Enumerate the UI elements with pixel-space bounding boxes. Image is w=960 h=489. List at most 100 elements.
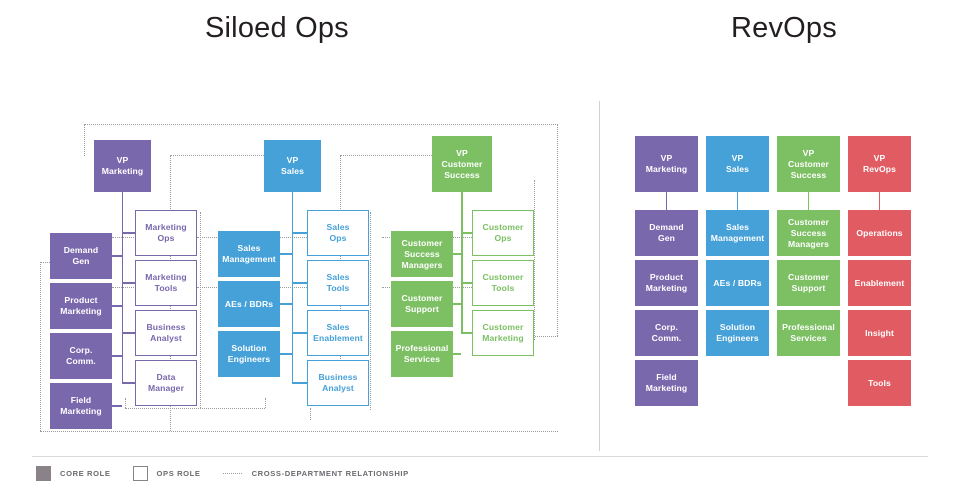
cross-department-line xyxy=(200,212,201,408)
core-role-sales-aes-bdrs[interactable]: AEs / BDRs xyxy=(218,281,280,327)
connector-line xyxy=(461,192,463,333)
box-label: AEs / BDRs xyxy=(224,298,274,309)
revops-role-sales-aes-bdrs[interactable]: AEs / BDRs xyxy=(706,260,769,306)
core-role-marketing-corp-comm[interactable]: Corp.Comm. xyxy=(50,333,112,379)
connector-line xyxy=(121,192,124,383)
revops-role-revops-operations[interactable]: Operations xyxy=(848,210,911,256)
connector-line xyxy=(121,332,135,334)
connector-line xyxy=(807,192,810,210)
connector-line xyxy=(453,253,462,255)
cross-department-line xyxy=(310,408,311,420)
connector-line xyxy=(280,253,292,255)
box-label: Corp.Comm. xyxy=(66,345,96,366)
connector-line xyxy=(291,282,307,284)
revops-role-marketing-corp-comm[interactable]: Corp.Comm. xyxy=(635,310,698,356)
cross-department-line xyxy=(40,431,558,432)
cross-department-line xyxy=(534,180,535,340)
box-label: Tools xyxy=(868,377,891,388)
cross-department-line xyxy=(84,124,85,156)
revops-role-revops-enablement[interactable]: Enablement xyxy=(848,260,911,306)
page-title-siloed-ops: Siloed Ops xyxy=(205,12,349,44)
panel-divider xyxy=(599,101,600,451)
connector-line xyxy=(878,192,881,210)
connector-line xyxy=(291,332,307,334)
cross-department-line xyxy=(557,124,558,336)
connector-line xyxy=(121,382,135,384)
legend-ops-role-label: OPS ROLE xyxy=(156,469,201,478)
cross-department-line xyxy=(40,262,41,431)
legend-core-role-swatch xyxy=(36,466,51,481)
cross-department-line xyxy=(370,212,371,410)
legend: CORE ROLE OPS ROLE CROSS-DEPARTMENT RELA… xyxy=(36,466,409,481)
connector-line xyxy=(291,192,294,383)
connector-line xyxy=(461,232,472,234)
connector-line xyxy=(280,303,292,305)
connector-line xyxy=(461,282,472,284)
cross-department-line xyxy=(84,124,558,125)
revops-role-revops-insight[interactable]: Insight xyxy=(848,310,911,356)
revops-role-revops-tools[interactable]: Tools xyxy=(848,360,911,406)
connector-line xyxy=(121,232,135,234)
connector-line xyxy=(112,305,122,307)
connector-line xyxy=(461,332,472,334)
